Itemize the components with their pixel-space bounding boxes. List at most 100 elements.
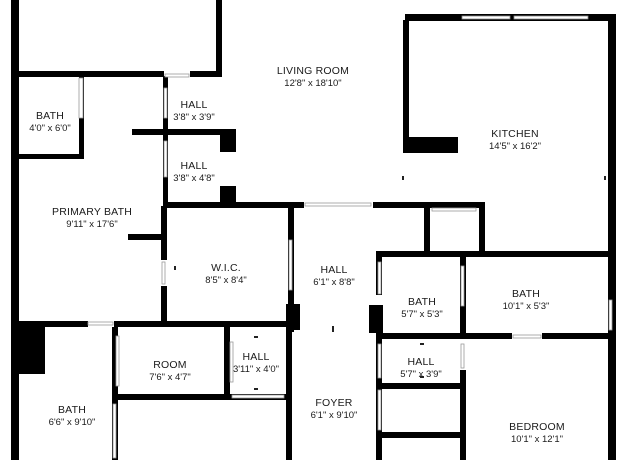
wall-hall-mid xyxy=(132,129,236,135)
door-wic xyxy=(161,261,166,285)
room-name: HALL xyxy=(320,264,348,276)
room-dimensions: 4'0" x 6'0" xyxy=(29,123,71,134)
door-hall-center-left xyxy=(288,239,293,291)
wall-wic-top xyxy=(163,202,295,208)
room-dimensions: 14'5" x 16'2" xyxy=(488,141,542,152)
room-kitchen: KITCHEN 14'5" x 16'2" xyxy=(489,128,541,153)
door-right-window xyxy=(608,299,613,331)
room-primary-bath: PRIMARY BATH 9'11" x 17'6" xyxy=(52,206,132,231)
window-kitchen-2 xyxy=(513,15,589,20)
room-bath-right: BATH 10'1" x 5'3" xyxy=(503,288,550,313)
door-hall-a-2 xyxy=(163,87,168,119)
room-dimensions: 5'7" x 5'3" xyxy=(401,309,443,320)
room-name: FOYER xyxy=(315,397,353,409)
room-dimensions: 9'11" x 17'6" xyxy=(66,219,118,230)
tick xyxy=(174,266,176,270)
door-primary-bottom xyxy=(87,321,114,326)
wall-topleft-bottom-2 xyxy=(190,71,222,77)
room-name: BATH xyxy=(407,296,437,308)
wall-room-left xyxy=(112,327,118,460)
wall-room-right xyxy=(224,327,230,395)
room-dimensions: 6'1" x 8'8" xyxy=(313,277,355,288)
tick xyxy=(604,176,606,180)
door-hall-center-top xyxy=(304,202,372,207)
wall-baths-bottom-2 xyxy=(542,333,616,339)
room-foyer: FOYER 6'1" x 9'10" xyxy=(311,397,358,422)
tick xyxy=(254,388,258,390)
room-hall-d: HALL 5'7" x 3'9" xyxy=(400,356,442,381)
wall-hall-c-right xyxy=(286,327,292,460)
room-bedroom: BEDROOM 10'1" x 12'1" xyxy=(509,421,565,446)
window-kitchen-1 xyxy=(461,15,511,20)
room-wic: W.I.C. 8'5" x 8'4" xyxy=(205,262,247,287)
room-dimensions: 3'11" x 4'0" xyxy=(232,364,280,375)
door-hall-d-2 xyxy=(377,389,382,431)
wall-baths-bottom xyxy=(376,333,512,339)
door-bath-mid xyxy=(377,261,382,295)
wall-exterior-right xyxy=(608,18,616,460)
room-bath-mid: BATH 5'7" x 5'3" xyxy=(401,296,443,321)
room-name: HALL xyxy=(242,351,270,363)
room-hall-c: HALL 3'11" x 4'0" xyxy=(233,351,279,376)
room-room: ROOM 7'6" x 4'7" xyxy=(149,359,191,384)
wall-wic-bottom xyxy=(19,321,88,327)
room-dimensions: 10'1" x 12'1" xyxy=(510,434,564,445)
room-hall-b: HALL 3'8" x 4'8" xyxy=(173,160,215,185)
door-bath-bottom xyxy=(112,403,117,459)
room-name: HALL xyxy=(180,160,208,172)
room-name: KITCHEN xyxy=(491,128,539,140)
room-name: PRIMARY BATH xyxy=(51,206,133,218)
room-name: BATH xyxy=(57,404,87,416)
wall-baths-top xyxy=(376,251,616,257)
room-hall-center: HALL 6'1" x 8'8" xyxy=(313,264,355,289)
openings xyxy=(78,15,613,459)
wall-hall-right-block xyxy=(220,130,236,152)
room-dimensions: 3'8" x 3'9" xyxy=(173,112,215,123)
room-dimensions: 7'6" x 4'7" xyxy=(149,372,191,383)
door-hall-c xyxy=(229,341,234,383)
wall-topleft-bottom xyxy=(19,71,164,77)
wall-wic-left-2 xyxy=(161,286,167,322)
wall-bath-mid-left-block xyxy=(369,305,383,333)
wall-hall-d-bottom-2 xyxy=(376,432,466,438)
door-bath-top xyxy=(78,77,84,119)
wall-kitchen-top xyxy=(405,14,616,21)
wall-topleft-right xyxy=(216,0,222,72)
tick xyxy=(332,326,334,332)
room-bath-top: BATH 4'0" x 6'0" xyxy=(29,110,71,135)
tick xyxy=(254,336,258,338)
wall-wic-bottom-2 xyxy=(114,321,294,327)
wall-hall-d-bottom xyxy=(376,383,466,389)
room-dimensions: 12'8" x 18'10" xyxy=(284,78,342,89)
room-dimensions: 6'6" x 9'10" xyxy=(48,417,96,428)
wall-wic-left xyxy=(161,206,167,260)
room-hall-a: HALL 3'8" x 3'9" xyxy=(173,99,215,124)
door-hall-b xyxy=(163,140,168,178)
door-hall-d xyxy=(377,343,382,379)
tick xyxy=(420,376,424,378)
wall-primary-shelf xyxy=(128,234,162,240)
door-bath-right-bottom xyxy=(512,334,542,339)
wall-hall-d-right xyxy=(460,370,466,460)
room-name: BATH xyxy=(511,288,541,300)
tick xyxy=(420,343,424,345)
wall-bath-top-bottom xyxy=(19,154,84,159)
room-dimensions: 6'1" x 9'10" xyxy=(310,410,358,421)
wall-hall-top-left xyxy=(290,202,304,208)
room-name: HALL xyxy=(180,99,208,111)
wall-kitchen-bottom-right xyxy=(479,202,485,254)
wall-room-bottom xyxy=(112,394,288,400)
wall-kitchen-left xyxy=(403,20,409,150)
wall-kitchen-bottom xyxy=(424,202,430,254)
room-dimensions: 8'5" x 8'4" xyxy=(205,275,247,286)
room-name: BATH xyxy=(35,110,65,122)
door-hall-a xyxy=(164,73,190,78)
kitchen-counter xyxy=(403,137,458,153)
room-dimensions: 10'1" x 5'3" xyxy=(502,301,550,312)
room-name: BEDROOM xyxy=(509,421,565,433)
room-dimensions: 3'8" x 4'8" xyxy=(173,173,215,184)
wall-wic-right-block xyxy=(286,304,300,330)
wall-bath-bottom-block xyxy=(17,327,45,374)
tick xyxy=(402,176,404,180)
